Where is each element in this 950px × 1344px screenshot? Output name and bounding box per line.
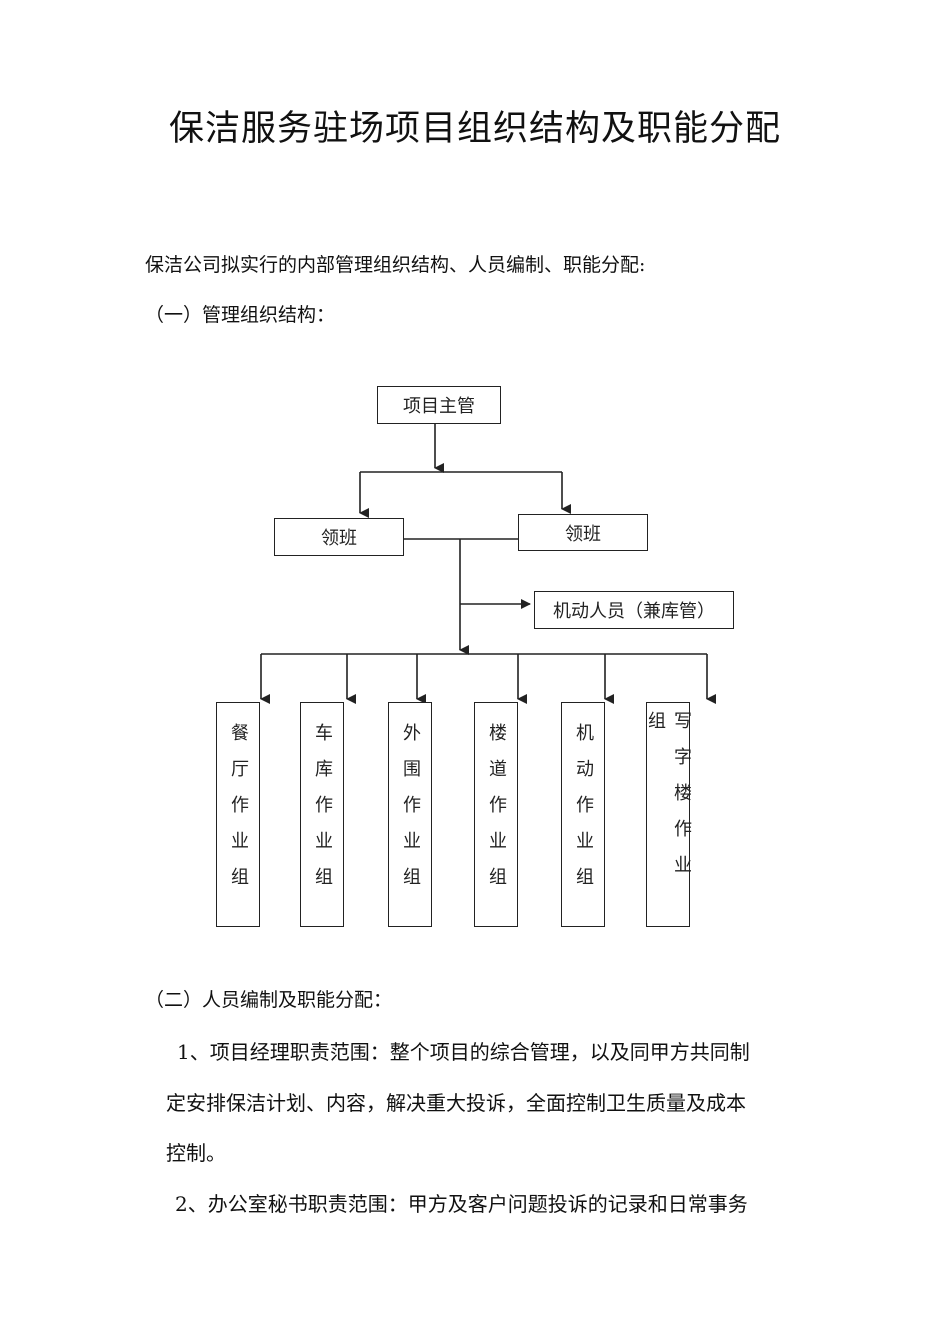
org-group-3: 外围作业组 [388, 702, 432, 927]
org-group-3-label: 外围作业组 [400, 723, 421, 903]
org-node-mobile-staff: 机动人员（兼库管） [534, 591, 734, 629]
org-group-6: 写字楼作业组 [645, 702, 692, 927]
org-group-2-label: 车库作业组 [312, 723, 333, 903]
intro-paragraph: 保洁公司拟实行的内部管理组织结构、人员编制、职能分配: [145, 254, 646, 276]
document-title: 保洁服务驻场项目组织结构及职能分配 [168, 109, 781, 149]
org-group-4: 楼道作业组 [474, 702, 518, 927]
org-node-leader-left-label: 领班 [321, 528, 357, 549]
org-group-5-label: 机动作业组 [573, 723, 594, 903]
org-group-4-label: 楼道作业组 [486, 723, 507, 903]
org-node-supervisor-label: 项目主管 [403, 396, 475, 417]
org-group-5: 机动作业组 [561, 702, 605, 927]
org-node-leader-right-label: 领班 [565, 523, 601, 545]
section-2-heading: （二）人员编制及职能分配： [145, 989, 393, 1011]
org-group-2: 车库作业组 [300, 702, 344, 927]
section-1-heading: （一）管理组织结构： [145, 304, 336, 326]
item-1-line-3: 控制。 [166, 1141, 226, 1165]
org-group-1: 餐厅作业组 [216, 702, 260, 927]
org-group-1-label: 餐厅作业组 [228, 723, 249, 903]
item-1-line-2: 定安排保洁计划、内容，解决重大投诉，全面控制卫生质量及成本 [166, 1091, 746, 1115]
item-1-line-1: 1、项目经理职责范围：整个项目的综合管理，以及同甲方共同制 [177, 1040, 750, 1064]
org-node-leader-left: 领班 [274, 518, 404, 556]
org-node-supervisor: 项目主管 [377, 386, 501, 424]
org-node-mobile-staff-label: 机动人员（兼库管） [553, 601, 715, 622]
org-node-leader-right: 领班 [518, 514, 648, 551]
item-2-line-1: 2、办公室秘书职责范围：甲方及客户问题投诉的记录和日常事务 [175, 1192, 748, 1216]
org-group-6-label: 写字楼作业组 [645, 711, 692, 891]
